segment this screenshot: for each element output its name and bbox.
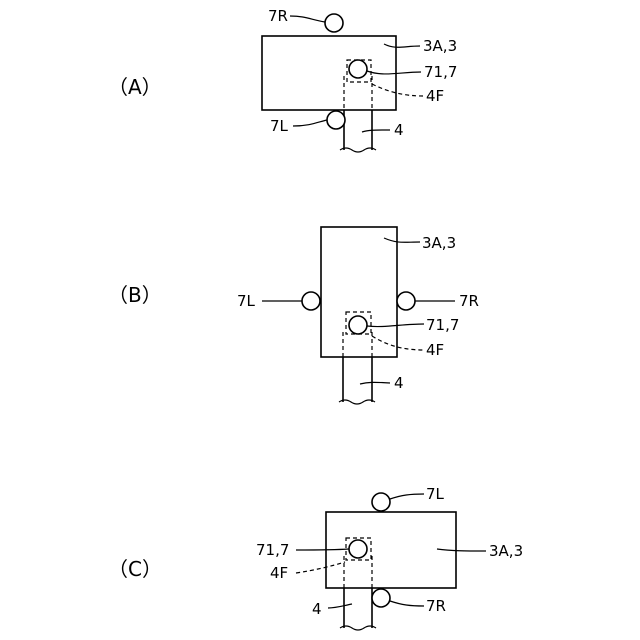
label-7l-a: 7L (270, 117, 289, 135)
panel-b: （B） 3A,3 7L 7R 71,7 4F 4 (108, 227, 479, 404)
leader-7l-a (293, 120, 327, 126)
leader-7r-a (290, 16, 325, 22)
leader-71-c (296, 549, 349, 550)
leader-4f-b (372, 336, 424, 350)
leader-7r-c (390, 601, 424, 606)
roller-left-a (327, 111, 345, 129)
leader-3a-a (384, 44, 420, 47)
label-7l-c: 7L (426, 485, 445, 503)
label-3a3-a: 3A,3 (423, 37, 457, 55)
label-7r-b: 7R (459, 292, 479, 310)
roller-right-b (397, 292, 415, 310)
leader-4f-c (296, 562, 345, 573)
body-block-b (321, 227, 397, 357)
label-7l-b: 7L (237, 292, 256, 310)
label-4-b: 4 (394, 374, 404, 392)
label-71-7-a: 71,7 (424, 63, 457, 81)
roller-left-c (372, 493, 390, 511)
label-4-a: 4 (394, 121, 404, 139)
leader-4-c (328, 604, 352, 608)
body-block-c (326, 512, 456, 588)
panel-label-a: （A） (108, 75, 162, 99)
arm-break-b (339, 400, 375, 404)
panel-label-b: （B） (108, 283, 162, 307)
label-3a3-b: 3A,3 (422, 234, 456, 252)
label-3a3-c: 3A,3 (489, 542, 523, 560)
pivot-circle-c (349, 540, 367, 558)
arm-break-c (340, 626, 376, 630)
leader-4f-a (372, 84, 423, 96)
leader-71-b (367, 324, 424, 327)
label-7r-a: 7R (268, 7, 288, 25)
pivot-circle-a (349, 60, 367, 78)
panel-a: （A） 7R 3A,3 71,7 4F 7L 4 (108, 7, 457, 152)
label-4-c: 4 (312, 600, 322, 618)
leader-3a-c (437, 549, 486, 551)
pivot-circle-b (349, 316, 367, 334)
label-7r-c: 7R (426, 597, 446, 615)
panel-label-c: （C） (108, 557, 162, 581)
leader-3a-b (384, 238, 420, 242)
label-4f-b: 4F (426, 341, 444, 359)
label-4f-c: 4F (270, 564, 288, 582)
leader-71-a (367, 71, 421, 74)
roller-left-b (302, 292, 320, 310)
panel-c: （C） 7L 71,7 3A,3 4F 4 7R (108, 485, 523, 630)
roller-right-c (372, 589, 390, 607)
leader-7l-c (390, 494, 424, 499)
roller-right-a (325, 14, 343, 32)
leader-4-a (362, 130, 390, 132)
label-4f-a: 4F (426, 87, 444, 105)
label-71-7-b: 71,7 (426, 316, 459, 334)
label-71-7-c: 71,7 (256, 541, 289, 559)
leader-4-b (360, 382, 390, 384)
arm-break-a (340, 148, 376, 152)
